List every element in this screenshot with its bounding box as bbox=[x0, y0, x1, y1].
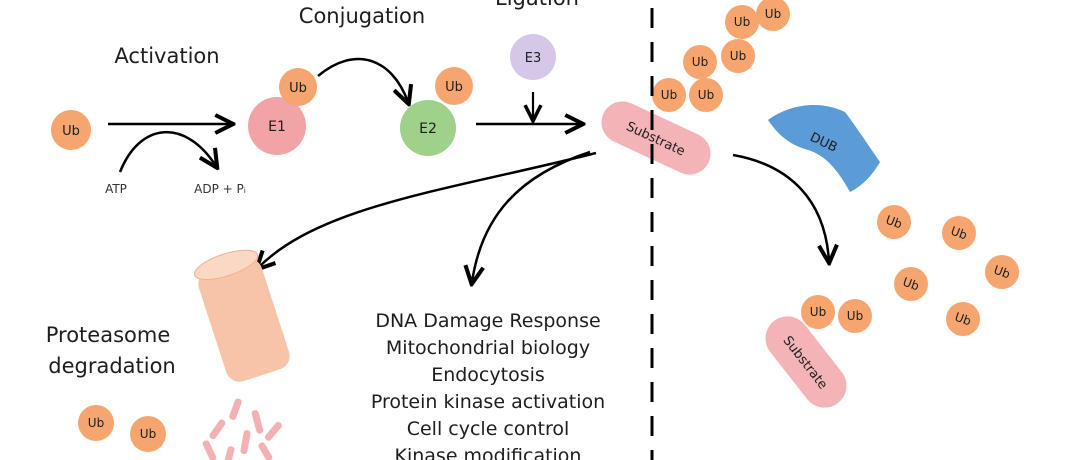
chain-ub: Ub bbox=[689, 78, 723, 112]
function-item: Mitochondrial biology bbox=[386, 337, 590, 359]
function-item: Endocytosis bbox=[431, 364, 545, 386]
svg-text:Ub: Ub bbox=[445, 80, 463, 95]
released-ubiquitin: Ub Ub Ub Ub Ub bbox=[877, 205, 1019, 336]
conjugation-arrow bbox=[317, 57, 408, 102]
e2-label: E2 bbox=[419, 121, 437, 137]
proteasome-label-line2: degradation bbox=[48, 354, 176, 378]
svg-text:Ub: Ub bbox=[901, 275, 921, 294]
conjugation-label: Conjugation bbox=[299, 4, 425, 28]
svg-text:Ub: Ub bbox=[884, 213, 904, 232]
function-item: Cell cycle control bbox=[407, 418, 570, 440]
svg-text:Ub: Ub bbox=[140, 427, 156, 441]
svg-text:Ub: Ub bbox=[949, 224, 969, 243]
e3-label: E3 bbox=[525, 51, 542, 66]
polyubiquitin-chain: Ub Ub Ub Ub Ub Ub bbox=[652, 0, 790, 112]
chain-ub: Ub bbox=[683, 45, 717, 79]
signaling-arrow bbox=[472, 150, 591, 282]
proteasome-ub: Ub bbox=[78, 405, 114, 441]
proteasome-released-ub: Ub Ub bbox=[78, 405, 166, 452]
svg-text:Ub: Ub bbox=[692, 55, 708, 69]
chain-ub: Ub bbox=[756, 0, 790, 31]
degradation-arrow bbox=[258, 151, 597, 268]
chain-ub: Ub bbox=[725, 5, 759, 39]
svg-text:Ub: Ub bbox=[88, 416, 104, 430]
e3-ligase: E3 bbox=[510, 34, 556, 80]
dub-enzyme bbox=[768, 105, 880, 192]
svg-text:Ub: Ub bbox=[734, 15, 750, 29]
released-ub: Ub bbox=[985, 255, 1019, 289]
atp-label: ATP bbox=[105, 182, 127, 196]
residual-ubiquitin: Ub Ub bbox=[801, 295, 872, 333]
ub-label: Ub bbox=[62, 124, 80, 139]
deubiquitination-arrow bbox=[732, 153, 829, 261]
free-ubiquitin: Ub bbox=[51, 110, 91, 150]
released-ub: Ub bbox=[877, 205, 911, 239]
function-item: Kinase modification bbox=[395, 445, 582, 460]
e2-ubiquitin: Ub bbox=[435, 67, 473, 105]
proteasome bbox=[194, 249, 290, 382]
released-ub: Ub bbox=[942, 216, 976, 250]
atp-hydrolysis-arrow bbox=[118, 130, 216, 173]
chain-ub: Ub bbox=[652, 78, 686, 112]
released-ub: Ub bbox=[894, 267, 928, 301]
peptide-fragments bbox=[202, 398, 282, 460]
svg-text:Ub: Ub bbox=[730, 49, 746, 63]
e1-ubiquitin: Ub bbox=[279, 68, 317, 106]
proteasome-ub: Ub bbox=[130, 416, 166, 452]
e1-enzyme: E1 bbox=[248, 97, 306, 155]
adp-label: ADP + Pᵢ bbox=[194, 182, 246, 196]
chain-ub: Ub bbox=[721, 39, 755, 73]
ligation-label: Ligation bbox=[495, 0, 579, 10]
function-item: DNA Damage Response bbox=[375, 310, 600, 332]
residual-ub: Ub bbox=[838, 299, 872, 333]
svg-text:Ub: Ub bbox=[810, 305, 826, 319]
svg-text:Ub: Ub bbox=[847, 309, 863, 323]
residual-ub: Ub bbox=[801, 295, 835, 329]
svg-text:Ub: Ub bbox=[289, 81, 307, 96]
activation-label: Activation bbox=[114, 44, 219, 68]
svg-text:Ub: Ub bbox=[661, 88, 677, 102]
svg-text:Ub: Ub bbox=[765, 7, 781, 21]
svg-text:Ub: Ub bbox=[992, 263, 1012, 282]
function-item: Protein kinase activation bbox=[371, 391, 605, 413]
proteasome-label-line1: Proteasome bbox=[46, 323, 171, 347]
e1-label: E1 bbox=[268, 119, 286, 135]
svg-text:Ub: Ub bbox=[698, 88, 714, 102]
svg-text:Ub: Ub bbox=[953, 310, 973, 329]
e2-enzyme: E2 bbox=[400, 100, 456, 156]
released-ub: Ub bbox=[946, 302, 980, 336]
